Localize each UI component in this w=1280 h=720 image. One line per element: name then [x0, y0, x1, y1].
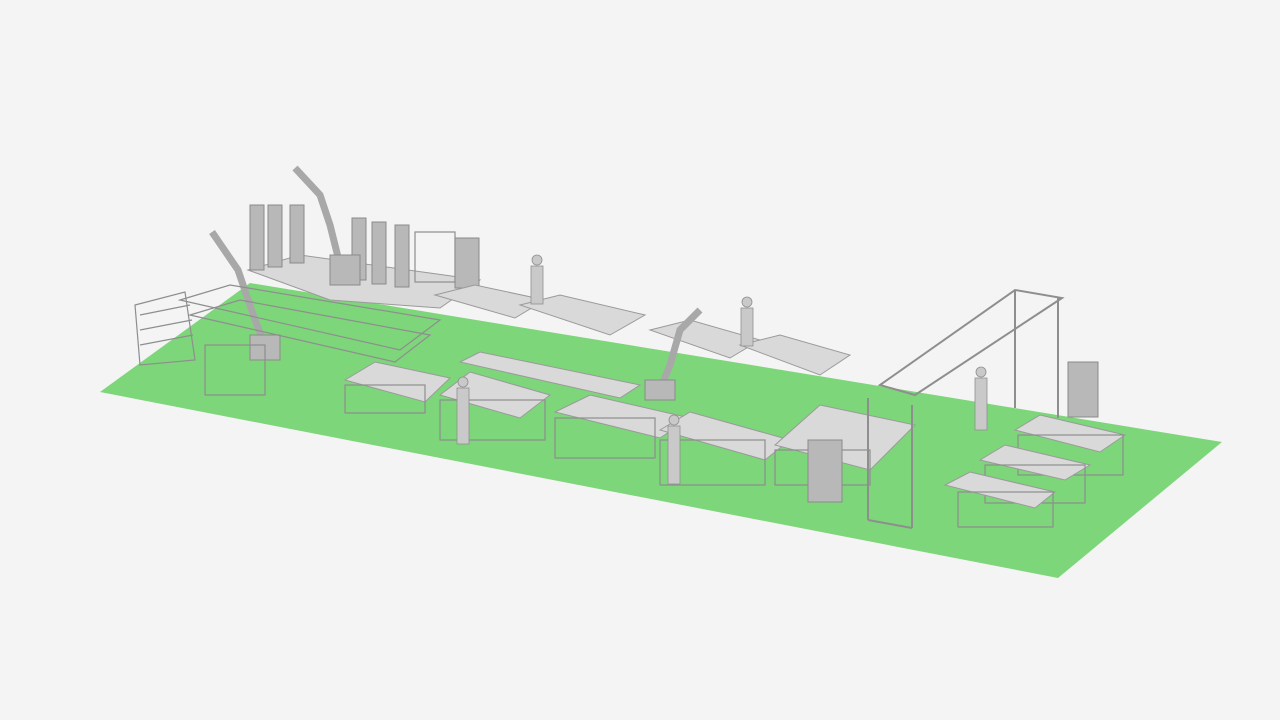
- roller-conveyor: [177, 284, 442, 363]
- right-station: [773, 404, 917, 503]
- overhead-gantry: [867, 288, 1099, 529]
- operator-2: [740, 296, 754, 347]
- operator-1: [530, 254, 544, 305]
- robot-arm-rear: [292, 165, 361, 286]
- operators: [456, 254, 988, 485]
- right-fixture-tables: [943, 414, 1127, 528]
- operator-5: [974, 366, 988, 431]
- left-rack: [134, 291, 196, 366]
- operator-4: [667, 414, 681, 485]
- center-robot: [644, 307, 703, 401]
- robot-arm-left: [204, 230, 281, 396]
- rear-welding-cell: [246, 204, 482, 309]
- operator-3: [456, 376, 470, 445]
